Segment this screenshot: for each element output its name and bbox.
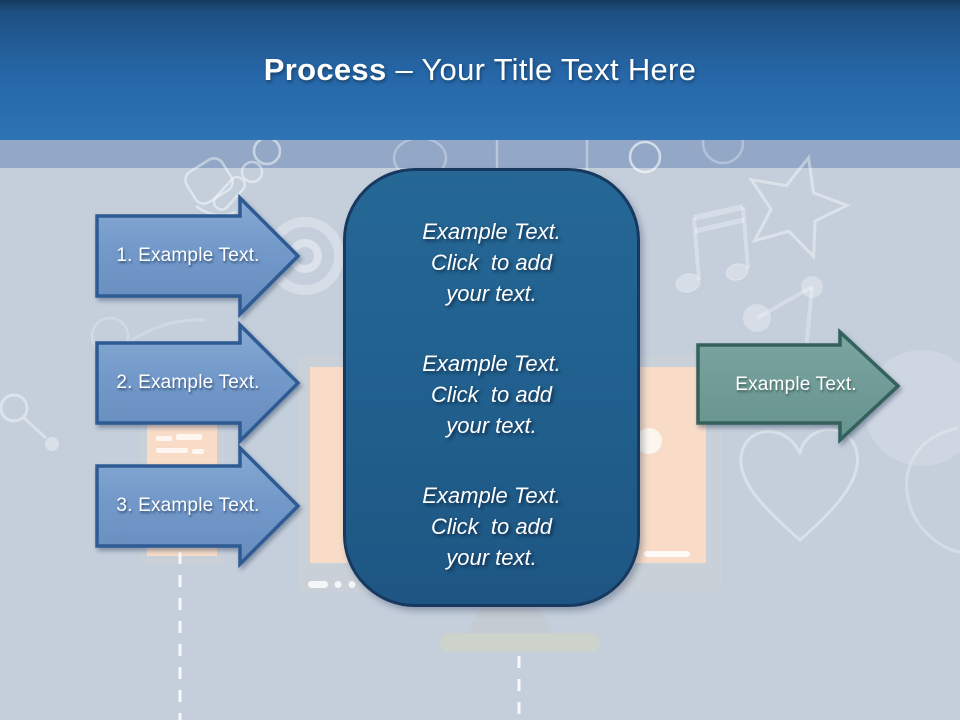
title-text: – Your Title Text Here	[395, 52, 697, 87]
heart-icon	[739, 428, 859, 542]
panel-text-block-2[interactable]: Example Text. Click to add your text.	[422, 348, 561, 441]
panel-text-block-1[interactable]: Example Text. Click to add your text.	[422, 216, 561, 309]
panel-text-block-3[interactable]: Example Text. Click to add your text.	[422, 480, 561, 573]
step-arrow-1-label[interactable]: 1. Example Text.	[116, 245, 260, 266]
page-title: Process– Your Title Text Here	[0, 52, 960, 88]
panel-line: Example Text.	[422, 483, 561, 508]
dashed-connector-line	[178, 552, 521, 720]
center-text-panel[interactable]: Example Text. Click to add your text. Ex…	[343, 168, 640, 607]
panel-line: your text.	[446, 281, 537, 306]
puzzle-doodle-icon	[905, 426, 960, 554]
title-emphasis: Process	[263, 52, 387, 87]
hand-pointer-icon	[184, 157, 264, 217]
music-note-icon	[675, 204, 750, 293]
panel-line: Example Text.	[422, 351, 561, 376]
step-arrow-2-label[interactable]: 2. Example Text.	[116, 372, 260, 393]
panel-line: your text.	[446, 545, 537, 570]
star-icon	[748, 154, 851, 261]
step-arrow-1[interactable]	[95, 193, 301, 319]
step-arrow-2[interactable]	[95, 320, 301, 446]
network-icon	[743, 276, 823, 353]
step-arrow-3[interactable]	[95, 443, 301, 569]
panel-line: your text.	[446, 413, 537, 438]
molecule-icon	[0, 393, 59, 451]
panel-line: Example Text.	[422, 219, 561, 244]
title-bar: Process– Your Title Text Here	[0, 0, 960, 140]
panel-line: Click to add	[430, 250, 553, 275]
output-arrow-label[interactable]: Example Text.	[735, 374, 857, 395]
panel-line: Click to add	[430, 514, 553, 539]
output-arrow[interactable]	[696, 327, 901, 445]
panel-line: Click to add	[430, 382, 553, 407]
header-underlay-band	[0, 140, 960, 168]
step-arrow-3-label[interactable]: 3. Example Text.	[116, 495, 260, 516]
